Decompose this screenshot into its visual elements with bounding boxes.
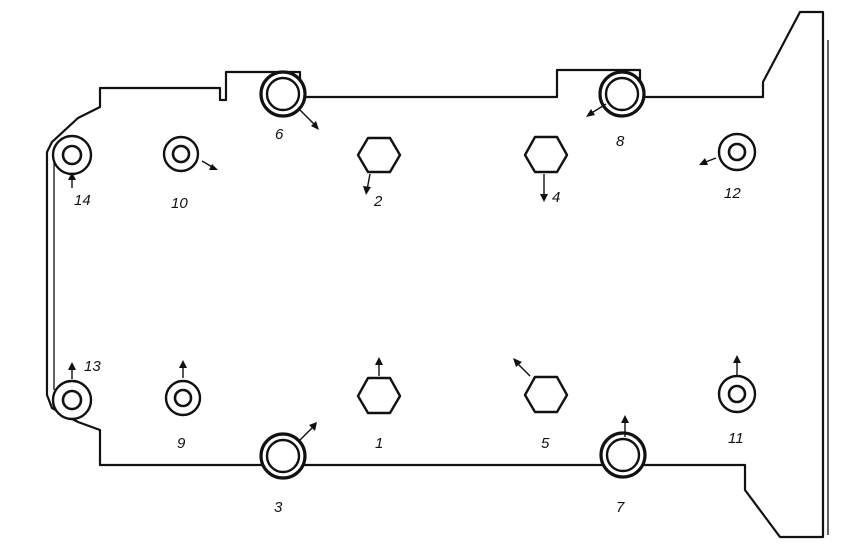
bolt-label-1: 1 [375, 435, 383, 452]
bolt-label-8: 8 [616, 133, 625, 150]
bolt-11: 11 [717, 355, 757, 447]
bolt-label-6: 6 [275, 126, 284, 143]
bolt-2: 2 [356, 136, 402, 210]
bolt-label-2: 2 [373, 193, 383, 210]
bolt-label-14: 14 [74, 192, 91, 209]
bolt-10: 10 [162, 135, 218, 212]
bolt-label-5: 5 [541, 435, 550, 452]
bolt-label-3: 3 [274, 499, 283, 516]
cover-outline-inner [53, 40, 829, 535]
bolt-6: 6 [259, 70, 319, 143]
bolt-label-9: 9 [177, 435, 186, 452]
bolt-5: 5 [513, 358, 569, 452]
bolt-label-12: 12 [724, 185, 741, 202]
bolt-8: 8 [586, 70, 646, 150]
bolt-label-4: 4 [552, 189, 560, 206]
bolt-label-11: 11 [728, 430, 744, 447]
bolt-9: 9 [164, 360, 202, 452]
bolt-12: 12 [699, 132, 757, 202]
bolt-label-13: 13 [84, 358, 101, 375]
bolt-14: 14 [51, 134, 93, 209]
bolt-4: 4 [523, 135, 569, 206]
bolt-1: 1 [356, 357, 402, 452]
bolt-7: 7 [599, 415, 647, 516]
bolt-3: 3 [259, 422, 317, 516]
bolt-label-7: 7 [616, 499, 625, 516]
bolt-13: 13 [51, 358, 101, 421]
bolt-label-10: 10 [171, 195, 188, 212]
cover-outline [45, 10, 825, 539]
